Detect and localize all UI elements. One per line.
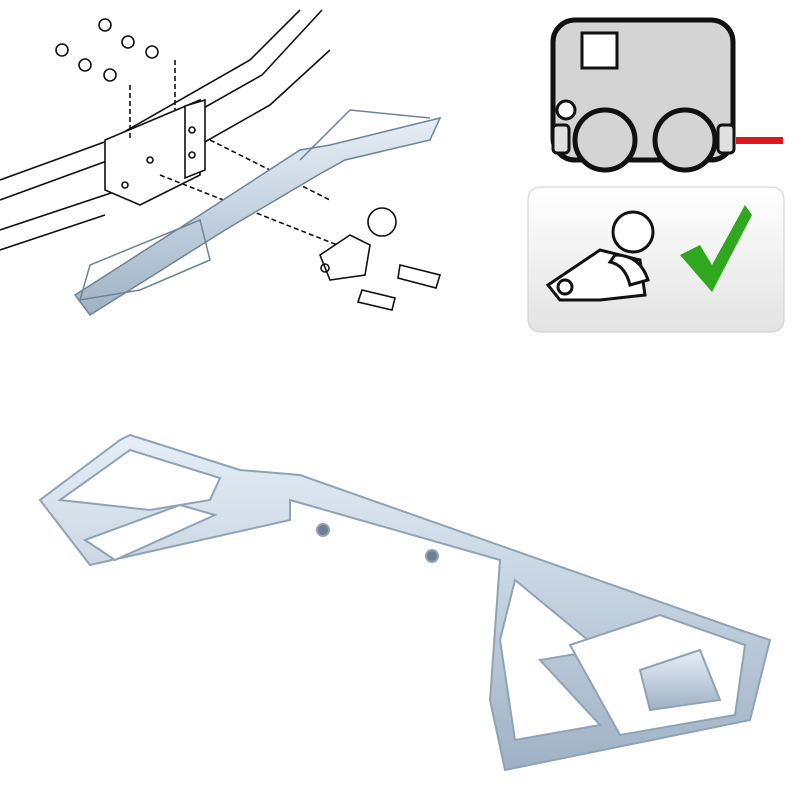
drawbar-icon [736,137,783,144]
towbar-bracket-photo [38,433,772,772]
installation-diagram [0,9,442,311]
towball-icon [545,210,655,302]
towball-diagram [319,207,442,311]
trailer-icon [550,17,783,173]
nuts-icon [55,18,159,82]
checkmark-icon [680,205,752,292]
bracket-diagram [73,109,442,317]
towball-card [527,186,785,333]
